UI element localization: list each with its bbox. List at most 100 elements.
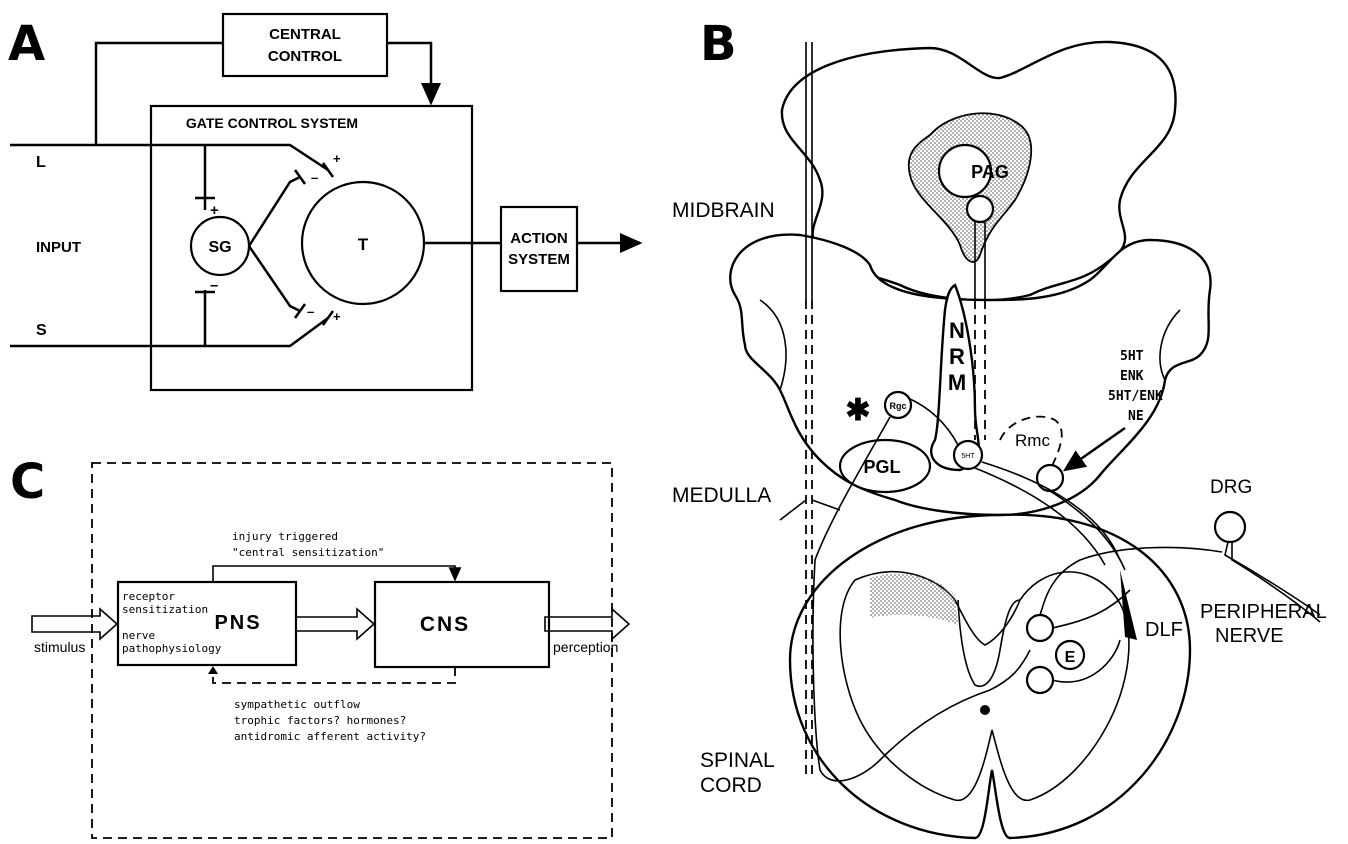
rgc-neuron (883, 390, 913, 420)
pgl-region (838, 438, 932, 494)
drg-neuron (1213, 510, 1247, 544)
peripheral-nerve-fiber (1231, 542, 1321, 623)
upper-plus: + (333, 151, 341, 166)
spinal-cord-section (788, 513, 1192, 840)
stimulus-label: stimulus (34, 639, 85, 655)
rgc-asterisk: ✱ (845, 394, 870, 427)
pns-to-cns-arrow (295, 607, 376, 641)
nerve-label-1: nerve (122, 629, 155, 642)
injury-arrow (212, 565, 462, 582)
medulla-label: MEDULLA (672, 484, 771, 507)
central-to-gate-line (387, 41, 441, 106)
lower-minus: – (307, 304, 314, 319)
transmitter-arrow (1062, 426, 1126, 472)
receptor-label-2: sensitization (122, 603, 208, 616)
central-control-box (221, 12, 389, 78)
gate-control-label: GATE CONTROL SYSTEM (186, 115, 358, 131)
panel-c-letter: C (10, 454, 45, 510)
long-tract-lower (805, 300, 813, 780)
perception-arrow (544, 607, 631, 641)
panel-a: A CENTRAL CONTROL GATE CONTROL SYSTEM L … (8, 12, 643, 392)
rmc-label: Rmc (1015, 431, 1050, 450)
upper-synapse-sg (293, 169, 307, 185)
upper-minus: – (311, 170, 318, 185)
cns-label: CNS (420, 613, 470, 636)
injury-label-2: "central sensitization" (232, 546, 384, 559)
spinal-label-1: SPINAL (700, 749, 775, 772)
l-to-central-line (94, 41, 223, 145)
nrm-descending-axon (974, 461, 1121, 566)
stimulus-arrow (31, 607, 119, 641)
nrm-n: N (949, 318, 965, 343)
sg-shading (870, 573, 958, 625)
nrm-m: M (948, 370, 966, 395)
panel-a-letter: A (8, 16, 45, 72)
feedback-dashed-line (212, 667, 456, 684)
medulla-contour-left (759, 299, 787, 391)
rmc-region (999, 415, 1063, 471)
action-system-box (499, 205, 579, 293)
receptor-label-1: receptor (122, 590, 175, 603)
s-fiber (10, 316, 329, 348)
rmc-neuron (1035, 463, 1065, 493)
lower-plus: + (333, 309, 341, 324)
input-label: INPUT (36, 239, 81, 256)
feedback-arrowhead (208, 666, 218, 674)
action-label-1: ACTION (510, 230, 568, 247)
dorsal-horn-notch (957, 599, 1021, 687)
rmc-descending-axon (1049, 490, 1126, 571)
l-fiber (10, 143, 329, 172)
lower-synapse-s (321, 310, 335, 326)
peripheral-label-2: NERVE (1215, 625, 1284, 647)
panel-b-letter: B (700, 16, 737, 72)
long-tract-upper (805, 42, 813, 300)
cns-box (373, 580, 551, 669)
lower-synapse-sg (293, 303, 307, 319)
drg-axon (1039, 541, 1321, 616)
pgl-label: PGL (863, 457, 900, 477)
nrm-5ht-label: 5HT (961, 453, 975, 460)
dlf-label: DLF (1145, 619, 1183, 641)
perception-label: perception (553, 639, 618, 655)
rgc-descending-axon (812, 416, 1031, 782)
central-control-label-1: CENTRAL (269, 26, 341, 43)
long-tract-branch (779, 499, 841, 521)
midbrain-label: MIDBRAIN (672, 199, 775, 222)
grey-matter (839, 570, 1130, 801)
sg-plus: + (210, 202, 219, 219)
rgc-to-nrm-axon (907, 397, 959, 446)
e-label: E (1065, 649, 1076, 666)
sg-minus: – (210, 277, 218, 294)
aqueduct-circle (937, 143, 993, 199)
pag-neuron (965, 194, 995, 224)
input-l-label: L (36, 154, 46, 171)
transmitter-1: 5HT (1120, 349, 1144, 364)
rgc-label: Rgc (889, 401, 906, 411)
sg-upper-branch (247, 175, 301, 247)
central-canal (980, 705, 990, 715)
drg-label: DRG (1210, 477, 1252, 498)
nerve-label-2: pathophysiology (122, 642, 222, 655)
action-label-2: SYSTEM (508, 251, 570, 268)
dorsal-horn-neuron-upper (1025, 613, 1055, 643)
e-connect-bottom (1051, 639, 1121, 683)
panel-b: B PAG N R M 5HT PGL Rgc ✱ Rmc 5HT ENK 5H (672, 16, 1327, 840)
nrm-5ht-neuron (952, 439, 984, 471)
feedback-label-3: antidromic afferent activity? (234, 730, 426, 743)
t-label: T (358, 235, 369, 254)
nrm-r: R (949, 344, 965, 369)
feedback-label-2: trophic factors? hormones? (234, 714, 406, 727)
injury-label-1: injury triggered (232, 530, 338, 543)
central-control-label-2: CONTROL (268, 48, 342, 65)
panel-c: C injury triggered "central sensitizatio… (10, 454, 631, 839)
upper-synapse-l (321, 162, 335, 178)
sg-label: SG (208, 239, 231, 256)
sg-lower-branch (247, 245, 301, 313)
panel-c-dashed-frame (91, 462, 613, 839)
transmitter-2: ENK (1120, 369, 1144, 384)
dorsal-horn-neuron-lower (1025, 665, 1055, 695)
pns-label: PNS (214, 612, 261, 634)
pag-descending-axon (974, 222, 986, 300)
